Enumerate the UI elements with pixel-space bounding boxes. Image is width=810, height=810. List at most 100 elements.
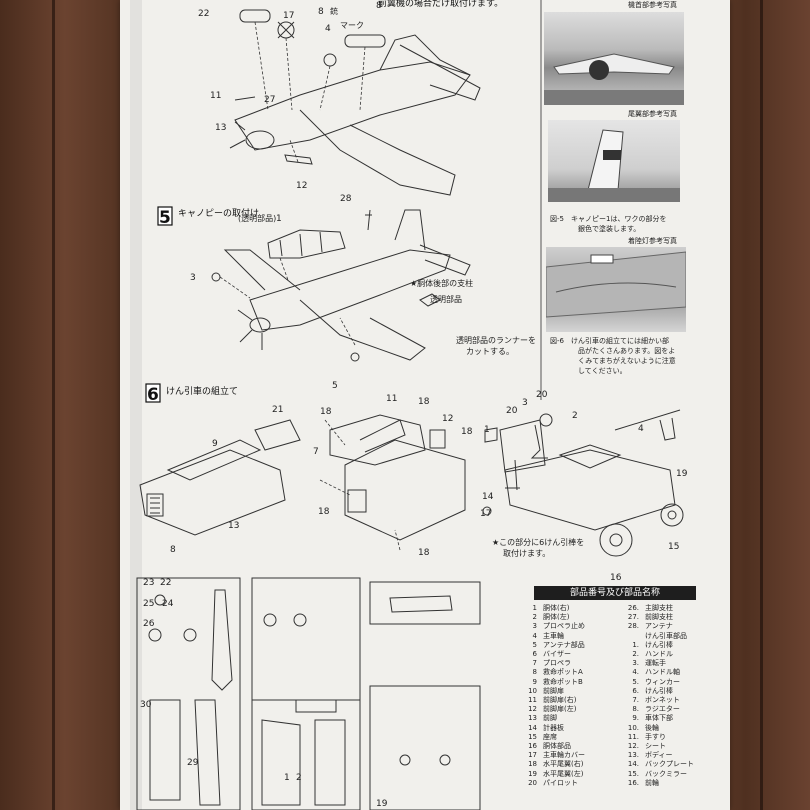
part-name: 車体下部	[645, 714, 673, 723]
part-name: ボンネット	[645, 696, 680, 705]
step5-parts-label: (透明部品)	[238, 213, 276, 223]
step5-note-strut: ★胴体後部の支柱	[410, 278, 473, 288]
part-number: 4	[532, 631, 537, 640]
parts-list-item: 16 胴体部品	[522, 742, 585, 751]
parts-list-item: 1.けん引棒	[624, 641, 694, 650]
part-number: 5	[532, 640, 537, 649]
step4-airplane-drawing: 前翼機の場合だけ取付けます。 22 17 8 銃 4 8 マーク 11 27 1…	[198, 0, 503, 196]
callout-13: 13	[215, 123, 226, 133]
step6-number: 6	[147, 385, 159, 405]
callout-3b: 3	[522, 398, 528, 408]
wood-plank-seam	[760, 0, 763, 810]
sprue-num-19: 19	[376, 799, 388, 809]
callout-12: 12	[296, 181, 307, 191]
callout-5: 5	[332, 381, 338, 391]
part-name: バックミラー	[645, 769, 687, 778]
callout-18e: 18	[418, 548, 430, 558]
tail-reference-photo	[548, 120, 680, 202]
sprue-num-22: 22	[160, 578, 171, 588]
callout-4b: 2	[572, 411, 578, 421]
sprue-num-25: 25	[143, 599, 154, 609]
part-name: 胴体(左)	[543, 613, 570, 622]
label-mark: マーク	[340, 21, 364, 30]
part-number: 2.	[632, 650, 639, 659]
callout-13: 13	[228, 521, 239, 531]
part-name: プロペラ止め	[543, 622, 585, 631]
callout-4: 4	[325, 24, 331, 34]
part-name: バックプレート	[645, 760, 694, 769]
part-number: 12.	[627, 742, 639, 751]
parts-list-item: 11.手すり	[624, 733, 694, 742]
part-name: シート	[645, 742, 666, 751]
part-number: 14	[528, 723, 537, 732]
part-number: 27.	[627, 613, 639, 622]
part-number: 19	[528, 769, 537, 778]
wood-plank-seam	[52, 0, 55, 810]
parts-list-item: 7 プロペラ	[522, 659, 585, 668]
parts-list-item: けん引車部品	[624, 632, 694, 641]
part-number: 8.	[632, 705, 639, 714]
part-name: 主車輪カバー	[543, 751, 585, 760]
callout-19: 17	[480, 509, 491, 519]
step5-note-cut: カットする。	[466, 347, 514, 356]
part-number: 1	[532, 604, 537, 612]
label-gun: 銃	[330, 6, 338, 16]
callout-10: 16	[610, 573, 622, 583]
part-number: 28.	[627, 622, 639, 631]
parts-list-item: 4 主車輪	[522, 632, 585, 641]
step5-note-clear: 透明部品	[430, 294, 462, 304]
callout-1b: 4	[638, 424, 644, 434]
part-name: 計器板	[543, 723, 564, 732]
parts-list-item: 7. ボンネット	[624, 696, 694, 705]
callout-15: 19	[676, 469, 688, 479]
part-name: ラジエター	[645, 705, 680, 714]
part-number: 14.	[627, 760, 639, 769]
part-name: 前脚	[543, 714, 557, 723]
part-name: 主車輪	[543, 631, 564, 640]
part-name: パイロット	[543, 778, 578, 787]
part-name: ウィンカー	[645, 677, 680, 686]
photo-caption-landing-light: 着陸灯参考写真	[628, 237, 677, 245]
part-name: けん引車部品	[645, 631, 687, 640]
part-name: 胴体部品	[543, 742, 571, 751]
part-number: 26.	[627, 604, 639, 612]
part-number: 7.	[632, 696, 639, 705]
callout-17: 14	[482, 492, 494, 502]
callout-8c: 8	[170, 545, 176, 555]
callout-18d: 18	[318, 507, 330, 517]
sprue-num-2: 2	[296, 773, 302, 783]
callout-8b: 8	[376, 1, 382, 11]
callout-18c: 18	[461, 427, 473, 437]
sprue-num-1: 1	[284, 773, 290, 783]
part-number: 6	[532, 650, 537, 659]
callout-7: 7	[313, 447, 319, 457]
sprue-frames: 23 22 25 24 26 30 29 19 1 2	[136, 577, 481, 810]
sheet-fold-shadow	[130, 0, 142, 810]
callout-18b: 18	[418, 397, 430, 407]
sprue-num-30: 30	[140, 700, 152, 710]
step6-title: けん引車の組立て	[166, 385, 238, 397]
part-name: 座席	[543, 732, 557, 741]
parts-list-item: 28.アンテナ	[624, 622, 694, 631]
part-number: 1.	[632, 640, 639, 649]
part-name: 前脚支柱	[645, 613, 673, 622]
part-number: 3	[532, 622, 537, 631]
fig6-caption-line2: 品がたくさんあります。図をよ	[578, 347, 676, 355]
callout-14: 1	[484, 425, 490, 435]
sprue-num-29: 29	[187, 758, 199, 768]
part-name: 胴体(右)	[543, 604, 570, 612]
part-number: 7	[532, 659, 537, 668]
parts-list-item: 10.後輪	[624, 724, 694, 733]
part-number: 12	[528, 705, 537, 714]
part-number: 9.	[632, 714, 639, 723]
parts-list-item: 16.前輪	[624, 779, 694, 788]
part-name: 前脚扉(右)	[543, 696, 577, 705]
part-number: 16	[528, 742, 537, 751]
callout-2: 20	[536, 390, 548, 400]
part-name: プロペラ	[543, 659, 571, 668]
callout-1: 1	[276, 214, 282, 224]
